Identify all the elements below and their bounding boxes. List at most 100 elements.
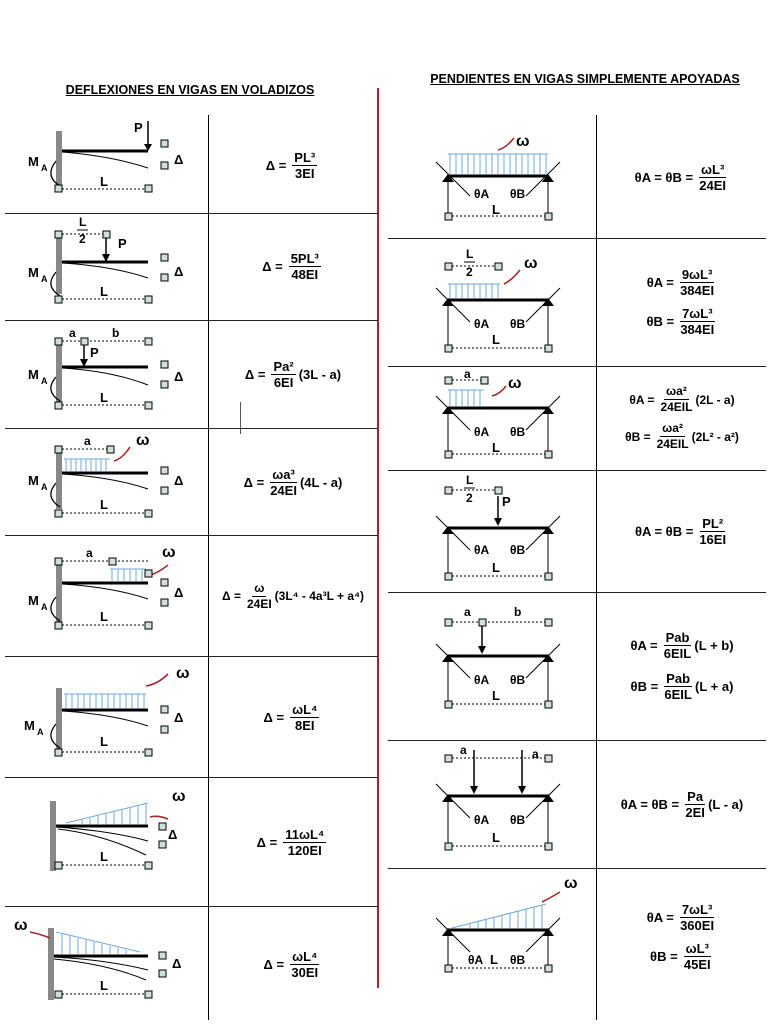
svg-text:A: A <box>41 163 48 173</box>
svg-text:ω: ω <box>162 544 176 561</box>
cantilever-end-partial-udl-diagram: a ω Δ L M A <box>28 544 183 630</box>
svg-text:P: P <box>118 236 127 251</box>
svg-text:a: a <box>69 326 76 340</box>
svg-text:Δ: Δ <box>174 710 183 725</box>
svg-text:L: L <box>466 473 473 487</box>
svg-text:ω: ω <box>14 917 28 934</box>
svg-text:L: L <box>100 609 108 624</box>
row-separator <box>388 592 766 593</box>
right-section-title: PENDIENTES EN VIGAS SIMPLEMENTE APOYADAS <box>430 72 740 86</box>
cantilever-full-udl-diagram: ω Δ L M A <box>24 665 190 757</box>
svg-text:L: L <box>79 215 86 229</box>
svg-text:Δ: Δ <box>168 827 177 842</box>
right-column-divider <box>596 115 597 1020</box>
svg-text:A: A <box>41 482 48 492</box>
cantilever-partial-udl-diagram: a ω Δ L M A <box>28 432 183 518</box>
simple-beam-partial-udl-diagram: a ω θA θB L <box>435 368 561 459</box>
svg-text:M: M <box>28 265 39 280</box>
svg-text:θA: θA <box>474 317 489 331</box>
svg-text:L: L <box>492 830 500 845</box>
svg-text:L: L <box>466 247 473 261</box>
svg-text:a: a <box>464 368 471 381</box>
svg-text:θB: θB <box>510 813 525 827</box>
svg-text:L: L <box>100 734 108 749</box>
row-separator <box>5 656 378 657</box>
svg-text:L: L <box>492 440 500 455</box>
svg-text:ω: ω <box>516 133 530 150</box>
svg-text:a: a <box>464 605 471 619</box>
svg-text:ω: ω <box>172 788 186 805</box>
svg-text:a: a <box>460 743 467 757</box>
svg-text:A: A <box>41 376 48 386</box>
row-separator <box>5 213 378 214</box>
svg-text:L: L <box>100 390 108 405</box>
row-separator <box>388 740 766 741</box>
svg-text:a: a <box>532 747 539 761</box>
svg-text:2: 2 <box>466 491 473 505</box>
simple-beam-two-point-loads-diagram: a a θA θB L <box>435 743 561 851</box>
svg-text:M: M <box>28 473 39 488</box>
row-separator <box>5 535 378 536</box>
stray-mark <box>240 402 241 434</box>
svg-text:M: M <box>24 718 35 733</box>
svg-text:P: P <box>502 494 511 509</box>
svg-text:L: L <box>100 284 108 299</box>
label-delta: Δ <box>174 152 183 167</box>
svg-text:θB: θB <box>510 187 525 201</box>
left-column-divider <box>208 115 209 1020</box>
svg-text:θB: θB <box>510 673 525 687</box>
svg-text:A: A <box>41 274 48 284</box>
simple-beam-full-udl-diagram: ω θA θB L <box>435 133 561 221</box>
svg-text:A: A <box>41 602 48 612</box>
svg-text:2: 2 <box>466 265 473 279</box>
label-l: L <box>100 174 108 189</box>
svg-text:θA: θA <box>474 813 489 827</box>
svg-text:L: L <box>492 688 500 703</box>
svg-text:b: b <box>514 605 521 619</box>
svg-text:θB: θB <box>510 317 525 331</box>
svg-text:Δ: Δ <box>174 369 183 384</box>
cantilever-reverse-triangular-load-diagram: ω Δ L <box>14 917 181 1000</box>
svg-text:b: b <box>112 326 119 340</box>
svg-text:θA: θA <box>474 187 489 201</box>
cantilever-point-load-a-diagram: a b P Δ L M A <box>28 326 183 410</box>
svg-text:L: L <box>492 202 500 217</box>
svg-text:ω: ω <box>508 375 522 392</box>
cantilever-triangular-load-diagram: ω Δ L <box>50 788 186 871</box>
svg-text:L: L <box>100 497 108 512</box>
cantilever-point-load-end-diagram: P Δ L M A <box>28 120 183 193</box>
svg-text:θB: θB <box>510 543 525 557</box>
simple-beam-point-load-ab-diagram: a b θA θB L <box>435 605 561 709</box>
row-separator <box>5 428 378 429</box>
svg-text:L: L <box>100 978 108 993</box>
svg-text:Δ: Δ <box>174 473 183 488</box>
svg-text:θA: θA <box>474 543 489 557</box>
svg-text:a: a <box>86 546 93 560</box>
svg-text:ω: ω <box>136 432 150 449</box>
svg-text:θA: θA <box>474 673 489 687</box>
svg-text:L: L <box>492 560 500 575</box>
svg-text:ω: ω <box>564 875 578 892</box>
svg-text:M: M <box>28 367 39 382</box>
svg-text:L: L <box>100 849 108 864</box>
svg-text:L: L <box>492 332 500 347</box>
row-separator <box>5 777 378 778</box>
svg-text:Δ: Δ <box>172 956 181 971</box>
cantilever-point-load-mid-diagram: L 2 P Δ L M A <box>28 215 183 304</box>
row-separator <box>388 238 766 239</box>
svg-text:θA: θA <box>468 953 483 967</box>
